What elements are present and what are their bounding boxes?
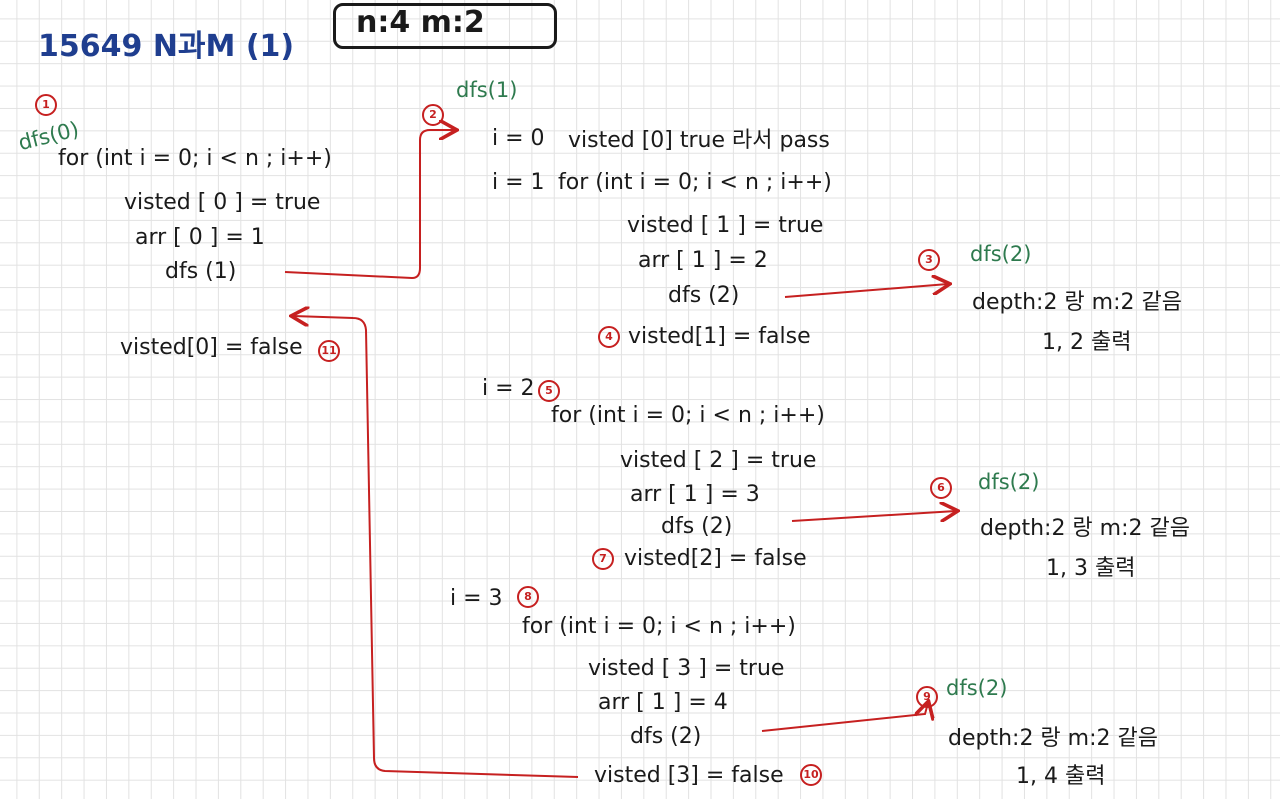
step-marker: 7 bbox=[592, 548, 614, 570]
iteration-label: i = 0 bbox=[492, 126, 545, 151]
call-label: dfs(2) bbox=[978, 470, 1040, 494]
dfs-call: dfs (2) bbox=[668, 283, 740, 308]
params-text: n:4 m:2 bbox=[356, 5, 485, 40]
step-marker: 8 bbox=[517, 586, 539, 608]
iteration-label: i = 3 bbox=[450, 586, 503, 611]
print-output: 1, 4 출력 bbox=[1016, 764, 1106, 789]
step-marker: 10 bbox=[800, 764, 822, 786]
arr-assign: arr [ 1 ] = 4 bbox=[598, 690, 728, 715]
visited-assign: visted [ 2 ] = true bbox=[620, 448, 817, 473]
visited-assign: visted [ 0 ] = true bbox=[124, 190, 321, 215]
dfs-call: dfs (1) bbox=[165, 259, 237, 284]
for-statement: for (int i = 0; i < n ; i++) bbox=[522, 614, 796, 639]
page-title: 15649 N과M (1) bbox=[38, 29, 295, 64]
iteration-label: i = 2 bbox=[482, 376, 535, 401]
arrow-dfs2-call-a bbox=[784, 284, 948, 298]
arrow-dfs2-call-c bbox=[761, 703, 928, 732]
arr-assign: arr [ 1 ] = 3 bbox=[630, 482, 760, 507]
step-marker: 4 bbox=[598, 326, 620, 348]
depth-check: depth:2 랑 m:2 같음 bbox=[980, 516, 1190, 541]
visited-reset: visted[0] = false bbox=[120, 335, 303, 360]
visited-assign: visted [ 3 ] = true bbox=[588, 656, 785, 681]
for-statement: for (int i = 0; i < n ; i++) bbox=[558, 170, 832, 195]
print-output: 1, 3 출력 bbox=[1046, 556, 1136, 581]
visited-reset: visted[2] = false bbox=[624, 546, 807, 571]
params-box bbox=[333, 3, 557, 49]
visited-reset: visted [3] = false bbox=[594, 763, 784, 788]
visited-reset: visted[1] = false bbox=[628, 324, 811, 349]
step-marker: 3 bbox=[918, 249, 940, 271]
visited-assign: visted [ 1 ] = true bbox=[627, 213, 824, 238]
for-statement: for (int i = 0; i < n ; i++) bbox=[551, 403, 825, 428]
arr-assign: arr [ 0 ] = 1 bbox=[135, 225, 265, 250]
print-output: 1, 2 출력 bbox=[1042, 330, 1132, 355]
dfs-call: dfs (2) bbox=[630, 724, 702, 749]
depth-check: depth:2 랑 m:2 같음 bbox=[948, 726, 1158, 751]
dfs-call: dfs (2) bbox=[661, 514, 733, 539]
iteration-note: visted [0] true 라서 pass bbox=[568, 128, 830, 153]
step-marker: 11 bbox=[318, 340, 340, 362]
step-marker: 6 bbox=[930, 477, 952, 499]
arrow-dfs2-call-b bbox=[791, 511, 956, 522]
step-marker: 1 bbox=[35, 94, 57, 116]
call-label: dfs(1) bbox=[456, 78, 518, 102]
step-marker: 9 bbox=[916, 686, 938, 708]
arrow-dfs1-call bbox=[284, 130, 455, 280]
step-marker: 5 bbox=[538, 380, 560, 402]
arrow-return-root bbox=[293, 316, 579, 778]
call-label: dfs(2) bbox=[970, 242, 1032, 266]
call-label: dfs(2) bbox=[946, 676, 1008, 700]
depth-check: depth:2 랑 m:2 같음 bbox=[972, 290, 1182, 315]
iteration-label: i = 1 bbox=[492, 170, 545, 195]
arr-assign: arr [ 1 ] = 2 bbox=[638, 248, 768, 273]
for-statement: for (int i = 0; i < n ; i++) bbox=[58, 146, 332, 171]
step-marker: 2 bbox=[422, 104, 444, 126]
